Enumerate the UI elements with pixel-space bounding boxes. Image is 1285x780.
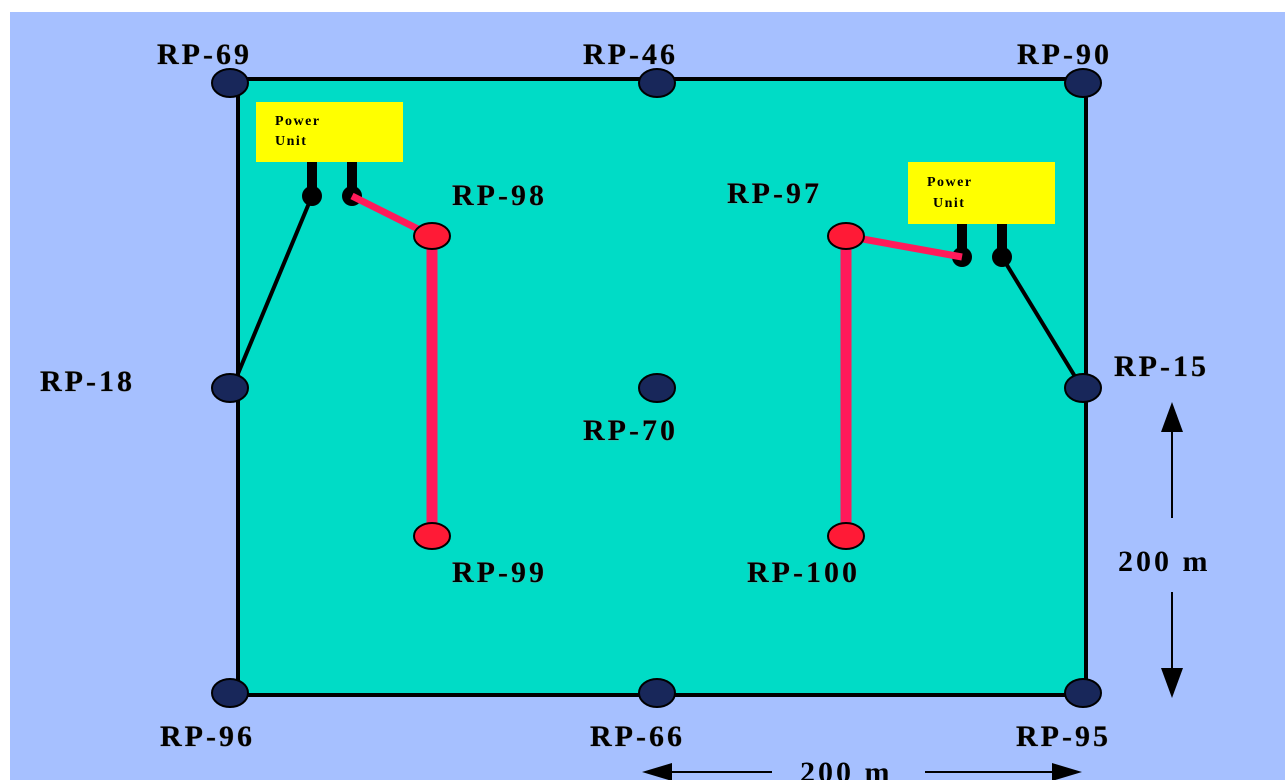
power-unit-left-lead-2 [347,162,357,196]
wire-left-to-rp18 [230,195,314,389]
power-unit-right: Power Unit [908,162,1055,267]
node-rp98 [413,222,451,250]
node-rp90 [1064,68,1102,98]
power-unit-right-box [908,162,1055,224]
node-rp70 [638,373,676,403]
power-unit-left-box [256,102,403,162]
node-rp15 [1064,373,1102,403]
node-rp96 [211,678,249,708]
vertical-scale: 200 m [1118,402,1211,698]
wire-right-to-rp15 [1000,255,1084,390]
node-rp18 [211,373,249,403]
label-rp18: RP-18 [40,365,135,398]
node-rp66 [638,678,676,708]
power-unit-right-lead-2 [997,224,1007,258]
power-unit-left-line2: Unit [275,134,307,149]
label-rp15: RP-15 [1114,350,1209,383]
arrow-left-icon [642,763,672,780]
label-rp46: RP-46 [583,38,678,71]
label-rp99: RP-99 [452,556,547,589]
cable-right-to-rp97 [845,232,963,261]
arrow-up-icon [1161,402,1183,432]
node-rp46 [638,68,676,98]
node-rp99 [413,522,451,550]
power-unit-right-lead-1 [957,224,967,258]
label-rp69: RP-69 [157,38,252,71]
power-unit-right-line2: Unit [933,196,965,211]
label-rp96: RP-96 [160,720,255,753]
horizontal-scale: 200 m [642,756,1082,780]
node-rp100 [827,522,865,550]
label-rp100: RP-100 [747,556,860,589]
label-rp90: RP-90 [1017,38,1112,71]
label-rp70: RP-70 [583,414,678,447]
label-rp95: RP-95 [1016,720,1111,753]
arrow-down-icon [1161,668,1183,698]
label-rp66: RP-66 [590,720,685,753]
vertical-scale-label: 200 m [1118,545,1211,578]
horizontal-scale-label: 200 m [800,756,893,780]
power-unit-left-line1: Power [275,114,321,129]
power-unit-left-lead-1 [307,162,317,196]
label-rp98: RP-98 [452,179,547,212]
node-rp69 [211,68,249,98]
label-rp97: RP-97 [727,177,822,210]
power-unit-right-line1: Power [927,175,973,190]
node-rp95 [1064,678,1102,708]
arrow-right-icon [1052,763,1082,780]
node-rp97 [827,222,865,250]
